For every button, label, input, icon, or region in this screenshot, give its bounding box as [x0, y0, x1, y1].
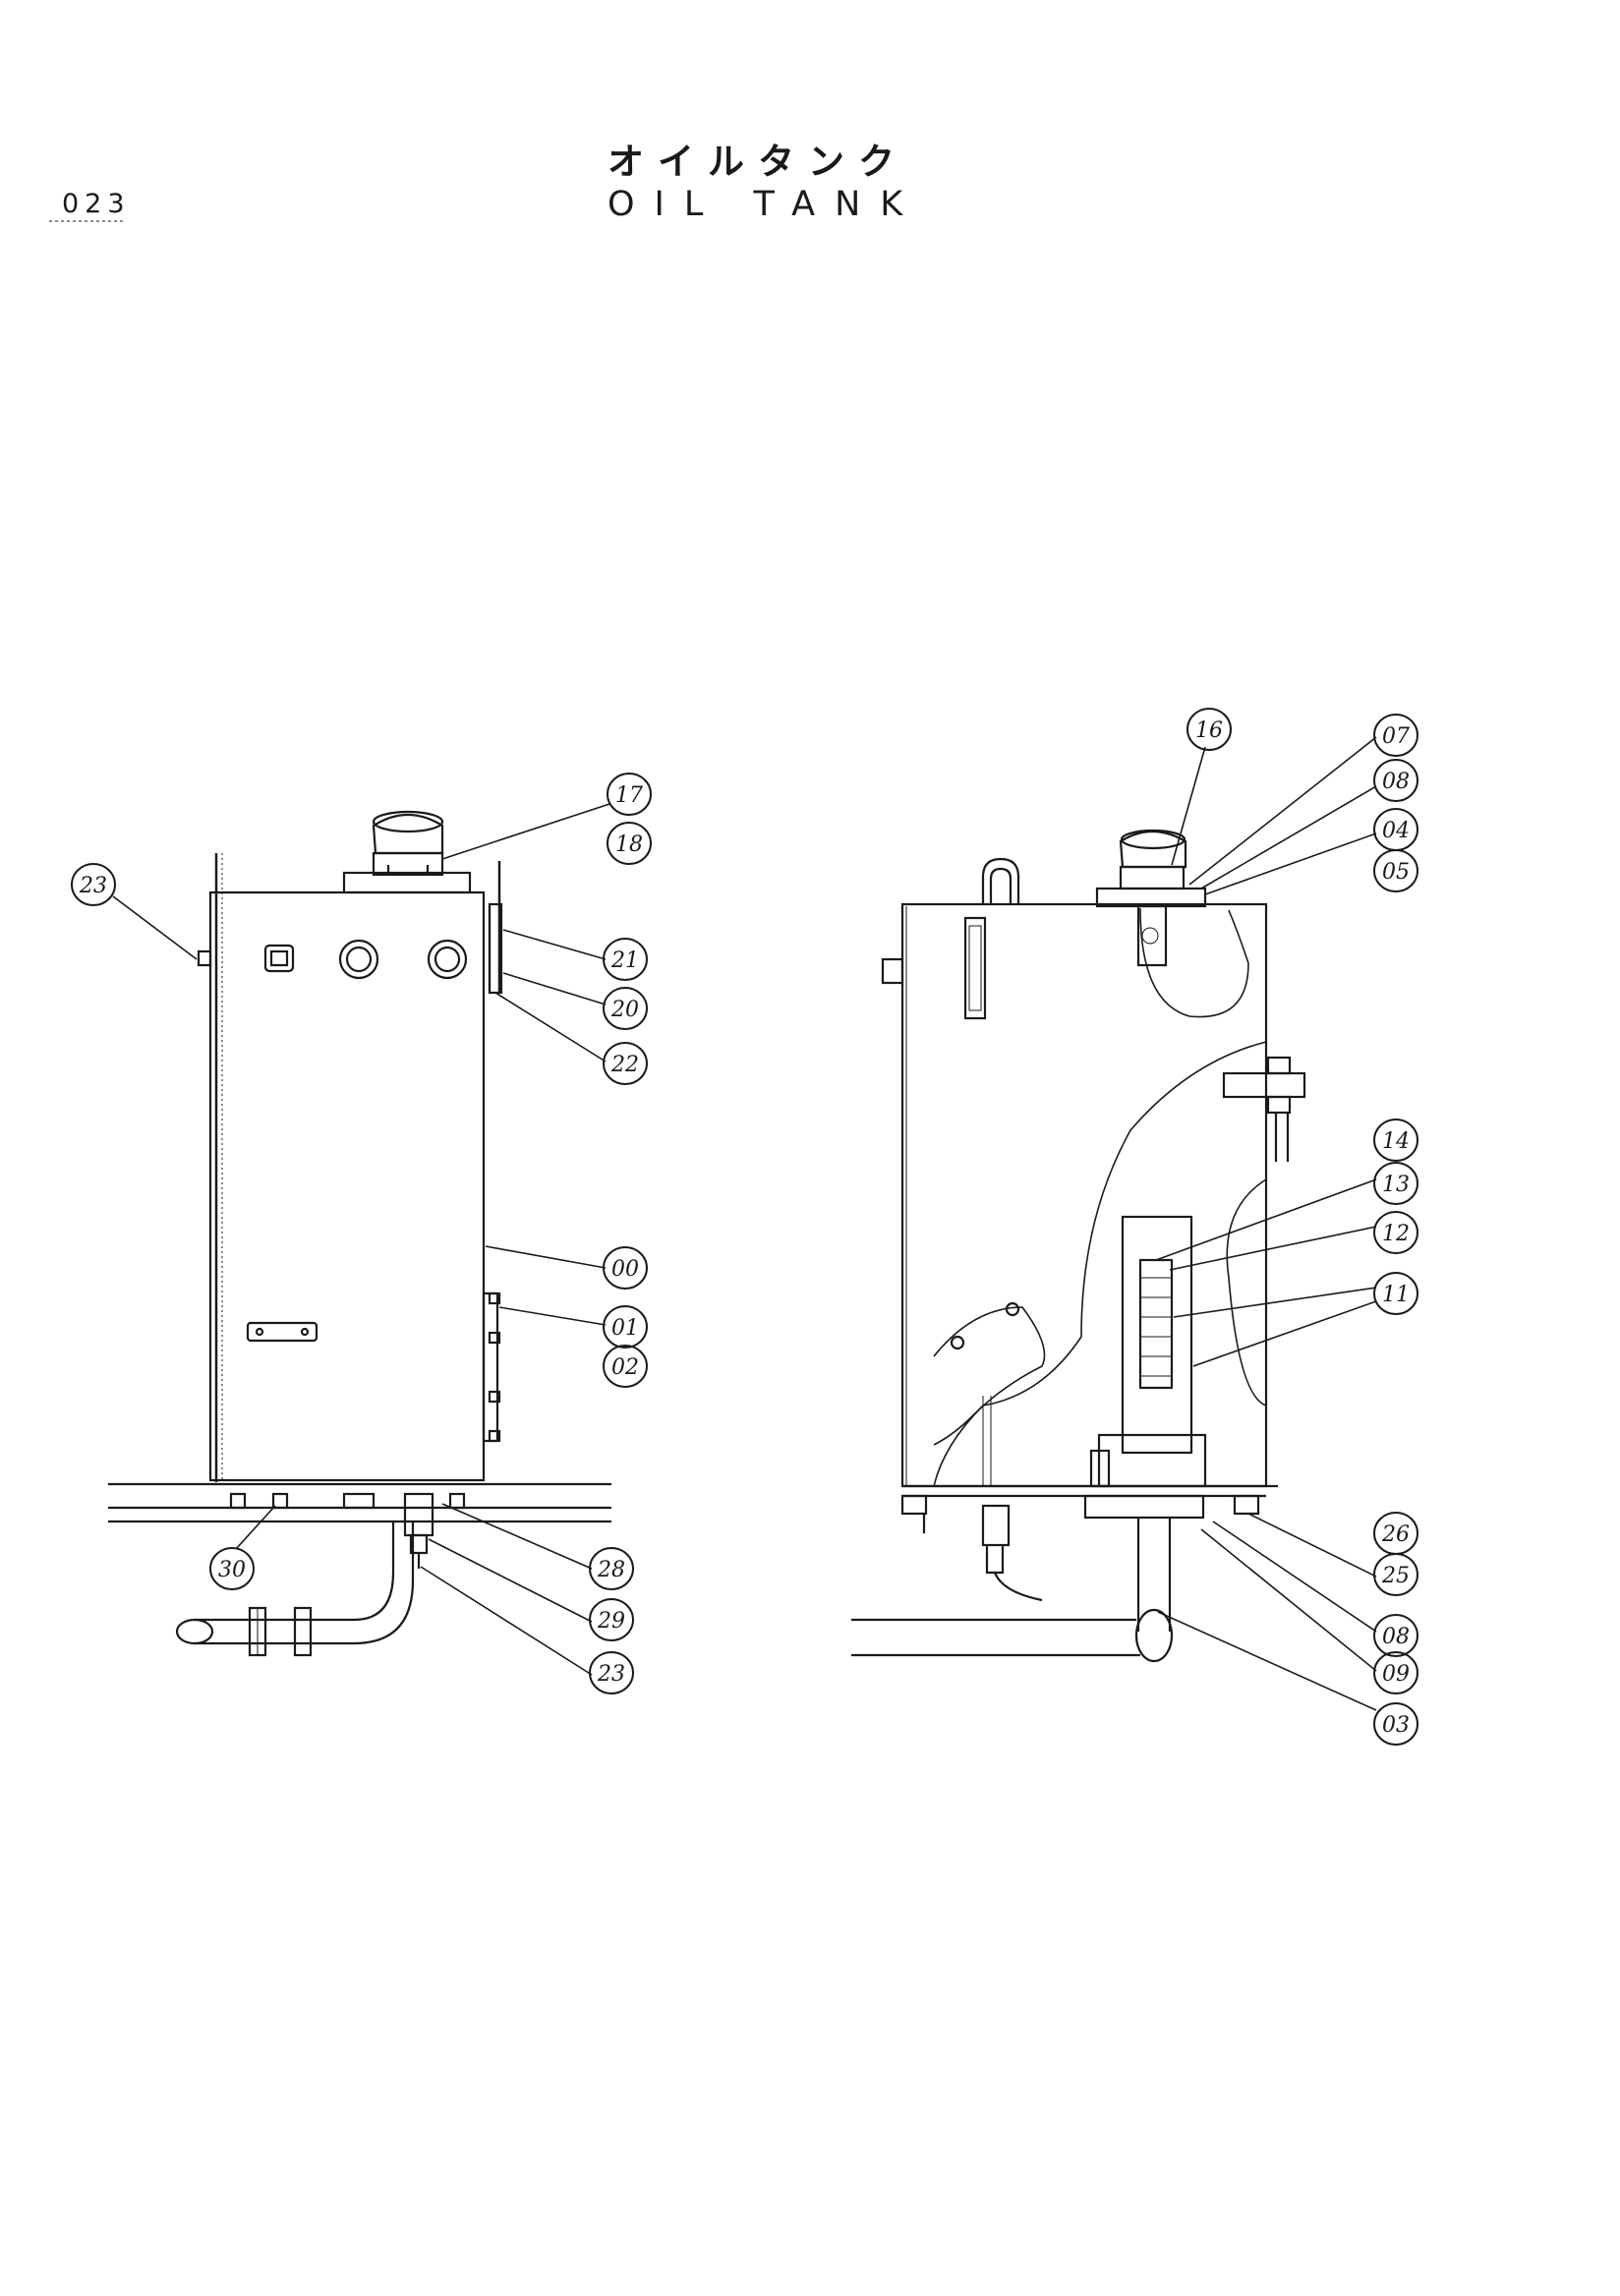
left-leader-lines	[112, 803, 610, 1676]
port-right	[427, 939, 468, 980]
callout-09: 09	[1382, 1662, 1410, 1687]
port-center	[338, 939, 379, 980]
callout-18: 18	[615, 832, 643, 857]
page-number: 023	[62, 189, 131, 219]
callout-21: 21	[610, 948, 639, 973]
right-tank-body	[900, 902, 1268, 1488]
callout-26: 26	[1381, 1522, 1410, 1547]
callout-23-bottom: 23	[597, 1662, 625, 1687]
strainer-element	[1121, 1215, 1193, 1455]
name-plate	[246, 1321, 318, 1343]
callout-13: 13	[1382, 1173, 1410, 1197]
callout-22: 22	[610, 1053, 639, 1077]
left-tank-view	[108, 810, 611, 1657]
callout-11: 11	[1382, 1283, 1410, 1307]
callout-03: 03	[1382, 1713, 1410, 1738]
callout-16: 16	[1195, 718, 1223, 743]
left-callout-labels: 23 17 18 21 20 22 00 01 02 30 28 29 23	[79, 783, 643, 1687]
left-tank-body	[208, 890, 486, 1482]
right-callout-labels: 16 07 08 04 05 14 13 12 11 26 25 08 09 0…	[1195, 718, 1410, 1738]
callout-01: 01	[611, 1316, 639, 1341]
page-title-english: OIL TANK	[608, 185, 923, 224]
callout-05: 05	[1382, 860, 1410, 885]
right-callout-circles	[1186, 708, 1418, 1746]
callout-30: 30	[218, 1558, 246, 1582]
callout-14: 14	[1382, 1129, 1410, 1154]
right-leader-lines	[1155, 736, 1377, 1711]
callout-28: 28	[597, 1558, 625, 1582]
callout-08-top: 08	[1382, 770, 1410, 794]
left-callout-circles	[71, 773, 652, 1694]
callout-04: 04	[1382, 819, 1410, 843]
port-left	[263, 944, 295, 973]
callout-00: 00	[611, 1257, 639, 1282]
callout-02: 02	[611, 1355, 639, 1380]
callout-17: 17	[615, 783, 643, 808]
callout-23-left: 23	[79, 874, 107, 898]
right-tank-view	[851, 829, 1306, 1663]
page-title-japanese: オイルタンク	[608, 141, 908, 183]
callout-12: 12	[1382, 1222, 1410, 1246]
callout-07: 07	[1382, 724, 1410, 749]
callout-08-bottom: 08	[1382, 1625, 1410, 1649]
callout-25: 25	[1381, 1564, 1410, 1588]
callout-29: 29	[597, 1609, 625, 1634]
callout-20: 20	[610, 998, 639, 1022]
